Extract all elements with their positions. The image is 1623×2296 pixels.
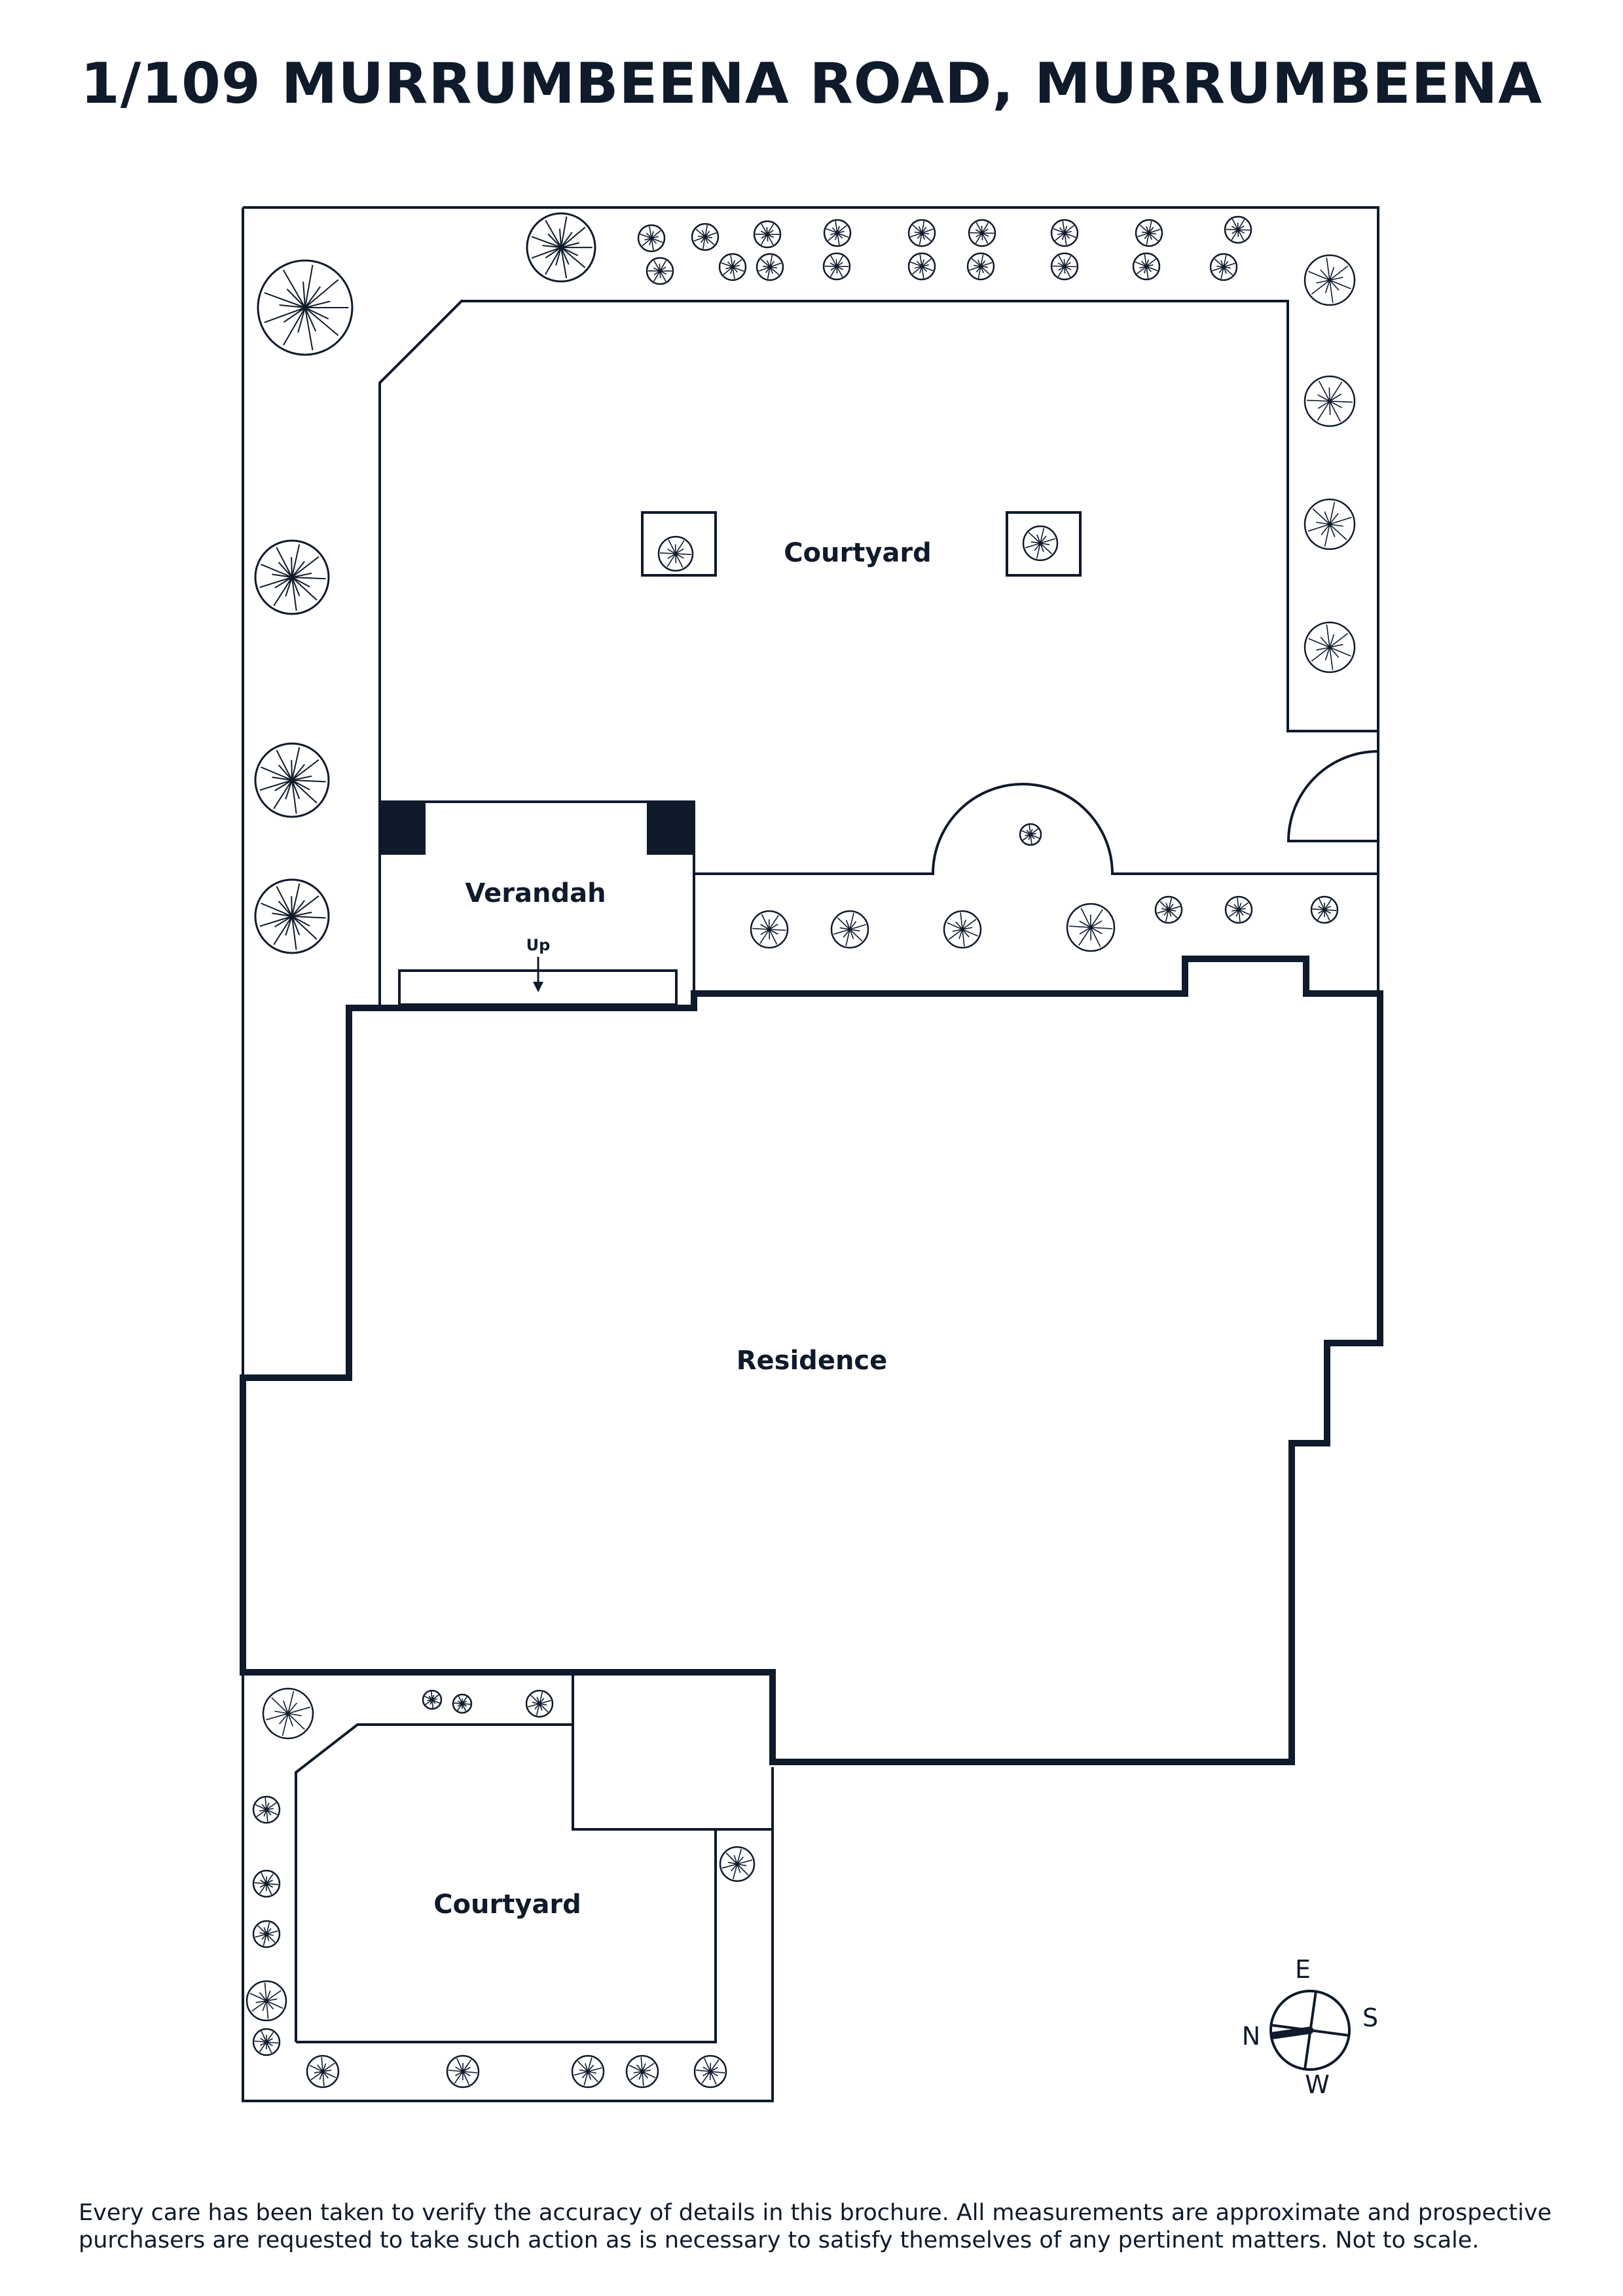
tree-icon (1135, 219, 1163, 247)
tree-icon (1304, 375, 1356, 427)
trees (246, 212, 1356, 2089)
compass: E S W N (1242, 1955, 1378, 2099)
tree-icon (823, 219, 852, 247)
tree-icon (693, 2054, 727, 2089)
tree-icon (966, 252, 995, 281)
tree-icon (254, 539, 330, 615)
tree-icon (719, 1846, 756, 1882)
tree-icon (830, 910, 869, 949)
tree-icon (750, 910, 789, 949)
compass-needle (1269, 2026, 1314, 2039)
tree-icon (446, 2054, 480, 2089)
tree-icon (1132, 252, 1161, 281)
tree-icon (968, 219, 996, 247)
tree-icon (1022, 525, 1059, 562)
lot-boundary (242, 206, 1379, 1378)
tree-icon (254, 878, 330, 954)
tree-icon (753, 220, 782, 249)
tree-icon (1050, 252, 1079, 281)
compass-circle (1269, 1990, 1351, 2071)
room-label-courtyard-north: Courtyard (784, 538, 932, 568)
tree-icon (625, 2054, 659, 2089)
tree-icon (637, 224, 666, 253)
tree-icon (657, 535, 694, 572)
tree-icon (943, 910, 982, 949)
tree-icon (525, 1689, 554, 1718)
tree-icon (246, 1980, 287, 2022)
tree-icon (1066, 903, 1116, 952)
courtyard-north-outline (378, 300, 1378, 1006)
tree-icon (646, 257, 674, 285)
tree-icon (1050, 219, 1079, 247)
tree-icon (306, 2054, 340, 2089)
compass-w: W (1305, 2070, 1330, 2099)
tree-icon (1304, 498, 1356, 550)
tree-icon (252, 1920, 281, 1948)
tree-icon (1304, 621, 1356, 673)
tree-icon (262, 1687, 314, 1740)
tree-icon (1019, 823, 1042, 846)
compass-s: S (1362, 2003, 1378, 2032)
gate-arc (1286, 750, 1379, 842)
tree-icon (907, 219, 936, 247)
planter-box-left (641, 511, 717, 577)
courtyard-south-outline (295, 1676, 773, 2043)
garden-bed-line (694, 783, 1378, 875)
tree-icon (1224, 895, 1253, 924)
disclaimer: Every care has been taken to verify the … (79, 2200, 1552, 2253)
tree-icon (1209, 253, 1238, 281)
pillar-left (380, 802, 426, 855)
tree-icon (254, 742, 330, 818)
step-label: Up (526, 936, 551, 954)
lot-boundary-south (242, 1672, 774, 2102)
room-label-verandah: Verandah (465, 878, 606, 908)
planter-box-right (1006, 511, 1082, 577)
pillar-right (647, 802, 694, 855)
tree-icon (1304, 254, 1356, 306)
tree-icon (571, 2054, 605, 2089)
room-label-residence: Residence (737, 1346, 888, 1376)
tree-icon (756, 253, 784, 281)
compass-n: N (1242, 2022, 1260, 2051)
tree-icon (526, 212, 596, 283)
tree-icon (252, 1795, 281, 1824)
tree-icon (1154, 895, 1183, 924)
step-arrow-head (533, 982, 543, 992)
tree-icon (691, 223, 720, 251)
tree-icon (718, 253, 747, 281)
tree-icon (1310, 895, 1339, 924)
tree-icon (1224, 215, 1252, 244)
tree-icon (257, 259, 354, 356)
tree-icon (252, 1869, 281, 1898)
residence-outline (240, 956, 1383, 1765)
tree-icon (907, 252, 936, 281)
room-label-courtyard-south: Courtyard (433, 1890, 581, 1920)
tree-icon (452, 1693, 473, 1714)
tree-icon (422, 1689, 443, 1710)
page-title: 1/109 MURRUMBEENA ROAD, MURRUMBEENA (81, 51, 1542, 117)
compass-e: E (1295, 1955, 1311, 1984)
tree-icon (822, 252, 851, 281)
tree-icon (252, 2028, 281, 2056)
